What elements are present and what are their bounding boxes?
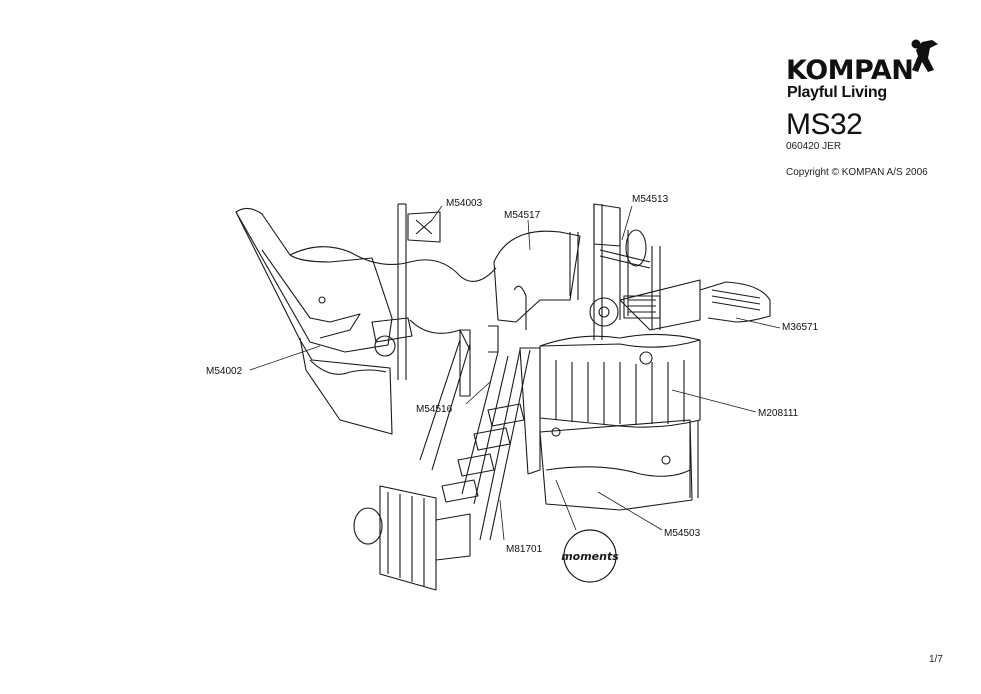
callout-m54517: M54517	[504, 210, 541, 221]
moments-stamp-text: moments	[561, 550, 619, 563]
bow-panel	[235, 207, 393, 435]
entry-platform	[353, 485, 471, 591]
page-number: 1/7	[929, 654, 943, 665]
flag-pole	[371, 203, 441, 380]
hull-planks	[539, 333, 701, 428]
slide	[623, 281, 771, 323]
lower-hull	[539, 419, 699, 511]
callout-m54002: M54002	[206, 366, 243, 377]
brand-tagline: Playful Living	[787, 84, 887, 101]
kompan-figure-icon	[911, 39, 938, 72]
brand-logo-text: KOMPAN	[786, 55, 914, 86]
moments-stamp: moments	[561, 529, 619, 583]
callout-m81701: M81701	[506, 544, 543, 555]
callout-m54513: M54513	[632, 194, 669, 205]
stairs	[419, 325, 541, 541]
upper-tower	[589, 203, 701, 340]
callout-m54003: M54003	[446, 198, 483, 209]
cabin-panel	[493, 230, 581, 330]
model-number: MS32	[786, 108, 863, 141]
leader-lines	[249, 205, 781, 541]
callout-m36571: M36571	[782, 322, 819, 333]
callout-m54516: M54516	[416, 404, 453, 415]
copyright-note: Copyright © KOMPAN A/S 2006	[786, 167, 928, 178]
callout-m54503: M54503	[664, 528, 701, 539]
drawing-code: 060420 JER	[786, 141, 842, 152]
callout-m208111: M208111	[758, 408, 799, 419]
